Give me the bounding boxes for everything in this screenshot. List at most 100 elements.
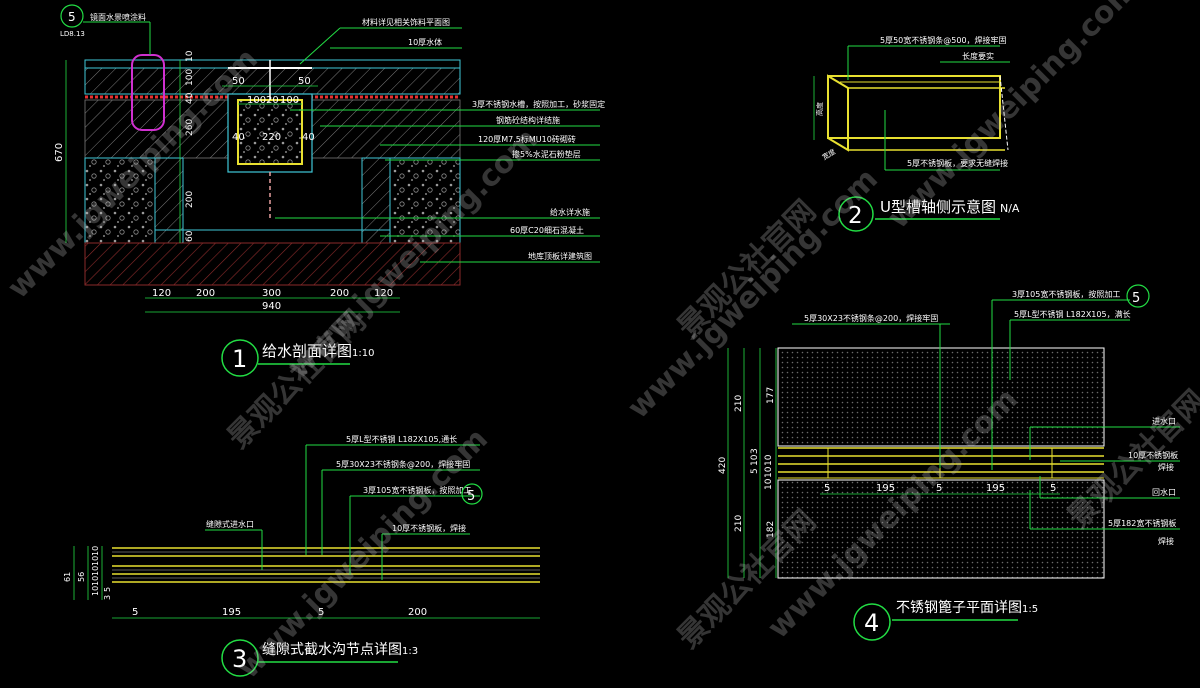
svg-text:10: 10	[91, 556, 100, 566]
d1-title-number: 1	[232, 345, 247, 373]
d2-label-left2: 宽度	[821, 147, 838, 162]
d2-label-bottom: 5厚不锈钢板，要求无缝焊接	[907, 158, 1008, 168]
svg-text:20: 20	[266, 95, 279, 106]
svg-text:210: 210	[734, 515, 744, 532]
d3-label-1: 5厚30X23不锈钢条@200，焊接牢固	[336, 459, 470, 469]
d1-dim-total: 940	[262, 301, 281, 312]
d1-wall-left	[154, 157, 184, 244]
svg-text:5: 5	[1050, 483, 1056, 494]
d3-callout-num: 5	[467, 489, 475, 504]
d4-label-right-1: 10厚不锈钢板	[1128, 450, 1178, 460]
d4-label-right-3: 回水口	[1152, 487, 1176, 497]
svg-text:10: 10	[91, 586, 100, 596]
d1-callout-circle	[60, 4, 84, 28]
d2-title-circle	[838, 196, 874, 232]
d1-vertical-dims: 670 10 100 40 260 200 60	[54, 50, 195, 243]
svg-text:300: 300	[262, 288, 281, 299]
svg-text:5: 5	[936, 483, 942, 494]
d3-title-circle	[221, 639, 259, 677]
d1-label-7: 60厚C20细石混凝土	[510, 225, 584, 235]
svg-text:200: 200	[330, 288, 349, 299]
d1-scale: 1:10	[352, 348, 374, 359]
d1-dim-v-total: 670	[54, 143, 65, 162]
d4-label-top-0: 3厚105宽不锈钢板，按照加工	[1012, 289, 1120, 299]
d1-callout-num: 5	[68, 10, 76, 24]
svg-text:5: 5	[132, 607, 138, 618]
detail-4-grate-plan: 3厚105宽不锈钢板，按照加工 5厚L型不锈钢 L182X105，满长 5厚30…	[718, 284, 1180, 641]
d2-break	[999, 75, 1009, 151]
d4-label-right-0: 进水口	[1152, 416, 1176, 426]
svg-text:3: 3	[103, 595, 112, 600]
svg-text:50: 50	[232, 76, 245, 87]
d3-title-number: 3	[232, 645, 247, 673]
d1-layer-water	[84, 59, 461, 69]
svg-text:5: 5	[750, 468, 760, 474]
d1-nozzle	[131, 54, 165, 131]
svg-text:61: 61	[63, 572, 72, 582]
svg-text:10: 10	[764, 466, 774, 478]
svg-text:10: 10	[764, 454, 774, 466]
d1-callout-label: 镜面水景喷涂料	[90, 12, 146, 22]
d4-title-number: 4	[864, 609, 879, 637]
detail-2-u-channel-isometric: 5厚50宽不锈钢条@500，焊接牢固 长度要实 5厚不锈钢板，要求无缝焊接 高度…	[813, 35, 1020, 232]
d1-label-8: 地库顶板详建筑图	[528, 251, 592, 261]
svg-text:195: 195	[222, 607, 241, 618]
d1-label-0: 材料详见相关饰料平面图	[362, 17, 450, 27]
d2-title: U型槽轴侧示意图	[880, 198, 996, 216]
svg-text:5: 5	[824, 483, 830, 494]
svg-text:182: 182	[766, 521, 776, 538]
d2-label-right: 长度要实	[962, 51, 994, 61]
svg-text:100: 100	[280, 95, 299, 106]
d4-label-top-1: 5厚L型不锈钢 L182X105，满长	[1014, 309, 1131, 319]
d4-bars	[778, 447, 1104, 479]
svg-text:120: 120	[374, 288, 393, 299]
d4-label-right-2: 焊接	[1158, 462, 1174, 472]
svg-text:3: 3	[750, 448, 760, 454]
svg-text:200: 200	[408, 607, 427, 618]
d3-label-0: 5厚L型不锈钢 L182X105,通长	[346, 434, 457, 444]
d3-scale: 1:3	[402, 646, 418, 657]
d1-horizontal-dims: 120 200 300 200 120 940	[145, 288, 400, 313]
svg-text:40: 40	[232, 132, 245, 143]
svg-text:200: 200	[196, 288, 215, 299]
d4-mesh-top	[777, 347, 1105, 447]
d1-dim-v-3: 260	[185, 119, 195, 136]
d2-label-left: 高度	[815, 102, 824, 116]
d1-wall-right	[361, 157, 391, 244]
d4-top-leaders: 3厚105宽不锈钢板，按照加工 5厚L型不锈钢 L182X105，满长 5厚30…	[792, 289, 1131, 470]
svg-text:10: 10	[91, 576, 100, 586]
d2-label-top: 5厚50宽不锈钢条@500，焊接牢固	[880, 35, 1007, 45]
svg-text:10: 10	[750, 454, 760, 466]
d1-label-3: 钢筋砼结构详结施	[496, 115, 560, 125]
svg-text:220: 220	[262, 132, 281, 143]
svg-text:420: 420	[718, 457, 728, 474]
d4-right-leaders: 进水口 10厚不锈钢板 焊接 回水口 5厚182宽不锈钢板 焊接	[1029, 416, 1180, 546]
svg-text:10: 10	[91, 566, 100, 576]
d1-layer-gravel-left	[84, 157, 156, 244]
svg-text:210: 210	[734, 395, 744, 412]
d4-scale: 1:5	[1022, 604, 1038, 615]
d3-horizontal-dims: 5 195 5 200	[112, 607, 540, 619]
detail-1-water-supply-section: 5 LD8.13 镜面水景喷涂料 材料详见相关饰料平面图 10厚水体 3厚不锈钢…	[54, 4, 605, 377]
d4-label-right-4: 5厚182宽不锈钢板	[1108, 518, 1176, 528]
d3-bars	[112, 547, 540, 583]
d1-dim-v-4: 200	[185, 191, 195, 208]
detail-3-slot-drain-node: 5厚L型不锈钢 L182X105,通长 5厚30X23不锈钢条@200，焊接牢固…	[63, 434, 540, 677]
d4-vertical-dims: 420 210 210 177 182 3 10 5 10 10 10	[718, 348, 777, 578]
d3-title: 缝隙式截水沟节点详图	[262, 642, 402, 658]
svg-text:56: 56	[77, 572, 86, 582]
watermark-brand-4: 景观公社官网	[671, 504, 823, 656]
d1-layer-top	[84, 67, 461, 95]
svg-text:177: 177	[766, 387, 776, 404]
d1-dim-v-5: 60	[185, 230, 195, 242]
d1-label-4: 120厚M7.5标MU10砖砌砖	[478, 134, 576, 144]
d4-callout-circle	[1126, 284, 1150, 308]
d2-title-number: 2	[848, 203, 863, 229]
d4-title-circle	[853, 603, 891, 641]
d4-label-top-2: 5厚30X23不锈钢条@200，焊接牢固	[804, 313, 938, 323]
svg-text:195: 195	[986, 483, 1005, 494]
svg-text:5: 5	[318, 607, 324, 618]
d1-layer-gravel-right	[389, 157, 461, 244]
d1-label-2: 3厚不锈钢水槽，按照加工，砂浆固定	[472, 99, 605, 109]
